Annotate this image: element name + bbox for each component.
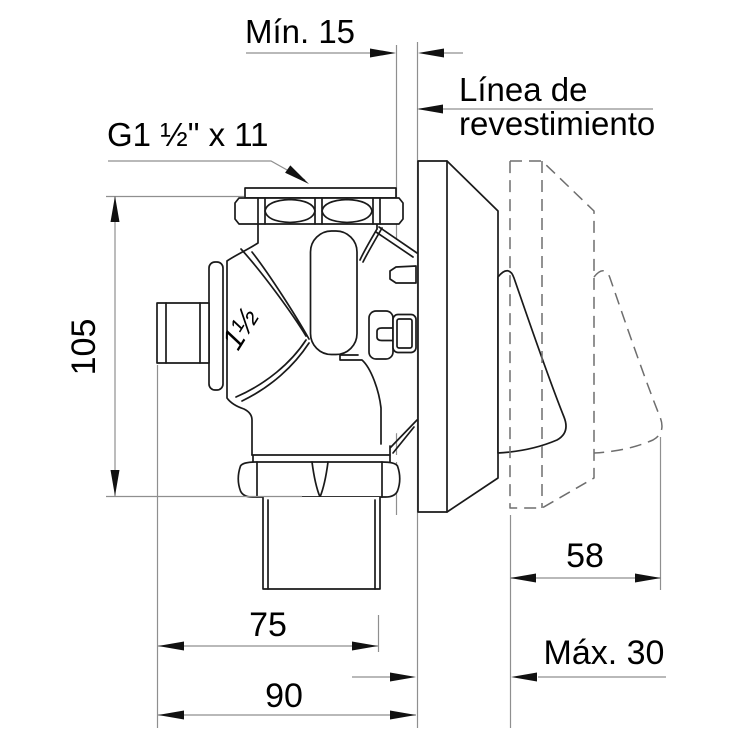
inlet-pipe — [156, 302, 210, 364]
finish-line-label-2: revestimiento — [459, 105, 655, 142]
stem-cap-nut — [392, 313, 417, 354]
top-cap — [244, 187, 397, 199]
dim-min15-label: Mín. 15 — [245, 13, 355, 50]
arrowhead — [418, 48, 444, 58]
hex-nut — [234, 197, 404, 225]
piston-cap — [309, 230, 358, 356]
outlet-pipe-inner-lines — [267, 499, 376, 590]
wall-tab — [389, 265, 417, 284]
arrowhead — [390, 672, 416, 682]
flush-valve-body — [156, 187, 418, 590]
dim-105-label: 105 — [65, 319, 103, 376]
leader-thread — [108, 160, 306, 181]
thread-spec-label: G1 ½" x 11 — [107, 116, 269, 153]
coupling-nut-facet-lines — [256, 461, 383, 498]
cone-upper-curve — [240, 248, 310, 340]
arrowhead — [158, 641, 184, 651]
dim-75-label: 75 — [249, 606, 287, 644]
inlet-thread-lines — [165, 302, 201, 364]
arrowhead — [510, 573, 536, 583]
handle-solid — [497, 269, 567, 454]
dim-58-label: 58 — [566, 537, 604, 575]
dim-90-label: 90 — [265, 677, 303, 715]
dashed-handle-outline — [593, 270, 663, 454]
arrowhead — [417, 104, 443, 114]
handle-dashed-max-position — [509, 160, 663, 509]
dim-max30-label: Máx. 30 — [544, 634, 665, 672]
flange-outline — [417, 160, 499, 513]
dimension-lines — [106, 48, 666, 728]
stem-cap-nut-inner — [396, 318, 413, 349]
arrowhead — [285, 165, 309, 184]
dashed-flange-outline — [509, 160, 595, 509]
body-lower-right-profile — [339, 354, 382, 445]
arrowhead — [635, 573, 661, 583]
washer-plate — [251, 454, 391, 463]
body-neck-right-curves — [359, 227, 383, 263]
arrowhead — [158, 710, 184, 720]
outlet-pipe — [262, 497, 381, 590]
stem-tab — [376, 327, 394, 342]
arrowhead — [511, 672, 537, 682]
coupling-nut — [237, 461, 401, 498]
finish-line-label-1: Línea de — [459, 71, 587, 108]
arrowhead — [110, 470, 120, 496]
arrowhead — [390, 710, 416, 720]
arrowhead — [110, 196, 120, 222]
arrowhead — [352, 641, 378, 651]
hex-nut-facets — [264, 198, 373, 224]
body-lower-wall-slant — [389, 419, 418, 456]
escutcheon-flange — [417, 160, 499, 513]
cone-lower-curve — [235, 339, 310, 402]
inlet-boss — [208, 261, 224, 391]
arrowhead — [370, 48, 396, 58]
